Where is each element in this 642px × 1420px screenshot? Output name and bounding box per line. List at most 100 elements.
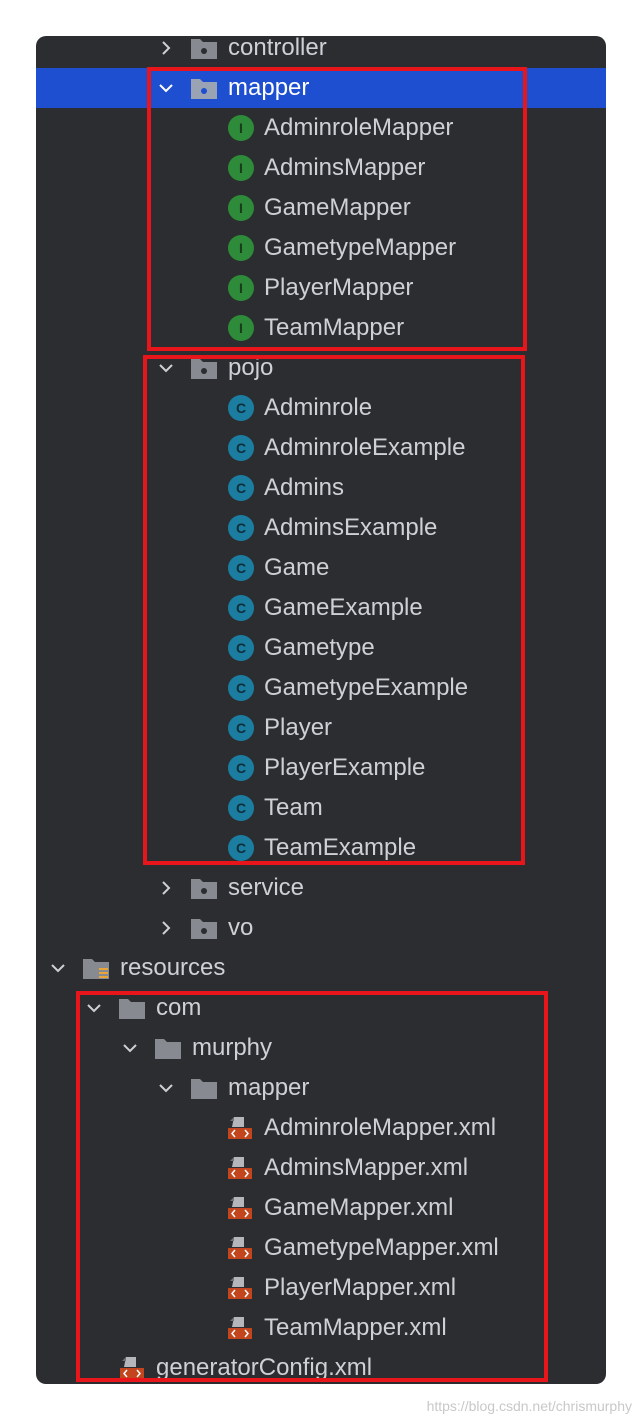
chevron-down-icon[interactable] [122, 1040, 138, 1056]
interface-icon: I [228, 115, 254, 141]
tree-item-xml-file[interactable]: AdminsMapper.xml [36, 1148, 606, 1188]
tree-item-murphy[interactable]: murphy [36, 1028, 606, 1068]
tree-item-label: PlayerMapper [264, 274, 414, 301]
tree-item-class[interactable]: C Player [36, 708, 606, 748]
tree-item-interface[interactable]: I GametypeMapper [36, 228, 606, 268]
tree-item-label: AdminsExample [264, 514, 438, 541]
tree-item-xml-file[interactable]: GametypeMapper.xml [36, 1228, 606, 1268]
package-folder-icon [191, 879, 217, 899]
chevron-down-icon[interactable] [158, 1080, 174, 1096]
class-icon: C [228, 635, 254, 661]
tree-item-class[interactable]: C Game [36, 548, 606, 588]
tree-item-interface[interactable]: I GameMapper [36, 188, 606, 228]
tree-item-vo[interactable]: vo [36, 908, 606, 948]
package-folder-icon [191, 919, 217, 939]
tree-item-xml-file[interactable]: PlayerMapper.xml [36, 1268, 606, 1308]
class-icon: C [228, 595, 254, 621]
folder-icon [155, 1039, 181, 1059]
tree-item-class[interactable]: C Admins [36, 468, 606, 508]
xml-file-icon [228, 1317, 252, 1339]
tree-item-label: service [228, 874, 305, 901]
tree-item-class[interactable]: C PlayerExample [36, 748, 606, 788]
tree-item-xml-file[interactable]: AdminroleMapper.xml [36, 1108, 606, 1148]
chevron-down-icon[interactable] [158, 80, 174, 96]
xml-file-icon [228, 1197, 252, 1219]
class-icon: C [228, 475, 254, 501]
chevron-down-icon[interactable] [86, 1000, 102, 1016]
folder-icon [191, 1079, 217, 1099]
xml-file-icon [228, 1157, 252, 1179]
tree-item-label: GameExample [264, 594, 423, 621]
tree-item-label: AdminsMapper [264, 154, 426, 181]
tree-item-label: TeamExample [264, 834, 417, 861]
tree-item-mapper-package[interactable]: mapper [36, 68, 606, 108]
resources-folder-icon [83, 959, 109, 979]
highlight-box-pojo [143, 355, 525, 865]
tree-item-label: Adminrole [264, 394, 373, 421]
xml-file-icon [228, 1117, 252, 1139]
tree-item-class[interactable]: C GametypeExample [36, 668, 606, 708]
class-icon: C [228, 715, 254, 741]
tree-item-label: TeamMapper.xml [264, 1314, 447, 1341]
tree-item-label: mapper [228, 1074, 310, 1101]
tree-item-label: PlayerExample [264, 754, 426, 781]
interface-icon: I [228, 155, 254, 181]
class-icon: C [228, 795, 254, 821]
tree-item-label: AdminroleMapper [264, 114, 454, 141]
tree-item-interface[interactable]: I AdminroleMapper [36, 108, 606, 148]
chevron-down-icon[interactable] [50, 960, 66, 976]
tree-item-xml-file[interactable]: TeamMapper.xml [36, 1308, 606, 1348]
tree-item-class[interactable]: C TeamExample [36, 828, 606, 868]
tree-item-resources[interactable]: resources [36, 948, 606, 988]
tree-item-label: GametypeMapper [264, 234, 457, 261]
tree-item-class[interactable]: C AdminroleExample [36, 428, 606, 468]
xml-file-icon [228, 1277, 252, 1299]
tree-item-interface[interactable]: I PlayerMapper [36, 268, 606, 308]
xml-file-icon [120, 1357, 144, 1379]
tree-item-class[interactable]: C GameExample [36, 588, 606, 628]
package-folder-icon [191, 359, 217, 379]
tree-item-controller[interactable]: controller [36, 36, 606, 68]
highlight-box-mapper [147, 67, 527, 351]
tree-item-interface[interactable]: I TeamMapper [36, 308, 606, 348]
tree-item-label: GametypeMapper.xml [264, 1234, 499, 1261]
tree-item-xml-file[interactable]: GameMapper.xml [36, 1188, 606, 1228]
tree-item-label: generatorConfig.xml [156, 1354, 373, 1381]
class-icon: C [228, 435, 254, 461]
tree-item-service[interactable]: service [36, 868, 606, 908]
chevron-right-icon[interactable] [158, 920, 174, 936]
tree-item-com[interactable]: com [36, 988, 606, 1028]
tree-item-class[interactable]: C Adminrole [36, 388, 606, 428]
highlight-box-resources [76, 991, 548, 1382]
class-icon: C [228, 835, 254, 861]
tree-item-generator-config[interactable]: generatorConfig.xml [36, 1348, 606, 1384]
package-folder-icon [191, 79, 217, 99]
tree-item-label: vo [228, 914, 254, 941]
class-icon: C [228, 755, 254, 781]
interface-icon: I [228, 195, 254, 221]
tree-item-label: Admins [264, 474, 345, 501]
class-icon: C [228, 515, 254, 541]
tree-item-label: AdminroleMapper.xml [264, 1114, 497, 1141]
chevron-right-icon[interactable] [158, 880, 174, 896]
chevron-down-icon[interactable] [158, 360, 174, 376]
project-tree-panel: controller mapper I AdminroleMapper I Ad… [36, 36, 606, 1384]
tree-item-label: murphy [192, 1034, 273, 1061]
tree-item-label: GameMapper.xml [264, 1194, 454, 1221]
tree-item-label: TeamMapper [264, 314, 405, 341]
tree-item-label: mapper [228, 74, 310, 101]
tree-item-class[interactable]: C Gametype [36, 628, 606, 668]
tree-item-interface[interactable]: I AdminsMapper [36, 148, 606, 188]
tree-item-label: Game [264, 554, 330, 581]
interface-icon: I [228, 235, 254, 261]
class-icon: C [228, 675, 254, 701]
package-folder-icon [191, 39, 217, 59]
tree-item-label: GameMapper [264, 194, 411, 221]
tree-item-class[interactable]: C AdminsExample [36, 508, 606, 548]
interface-icon: I [228, 275, 254, 301]
tree-item-resources-mapper[interactable]: mapper [36, 1068, 606, 1108]
chevron-right-icon[interactable] [158, 40, 174, 56]
tree-item-class[interactable]: C Team [36, 788, 606, 828]
xml-file-icon [228, 1237, 252, 1259]
tree-item-label: resources [120, 954, 226, 981]
